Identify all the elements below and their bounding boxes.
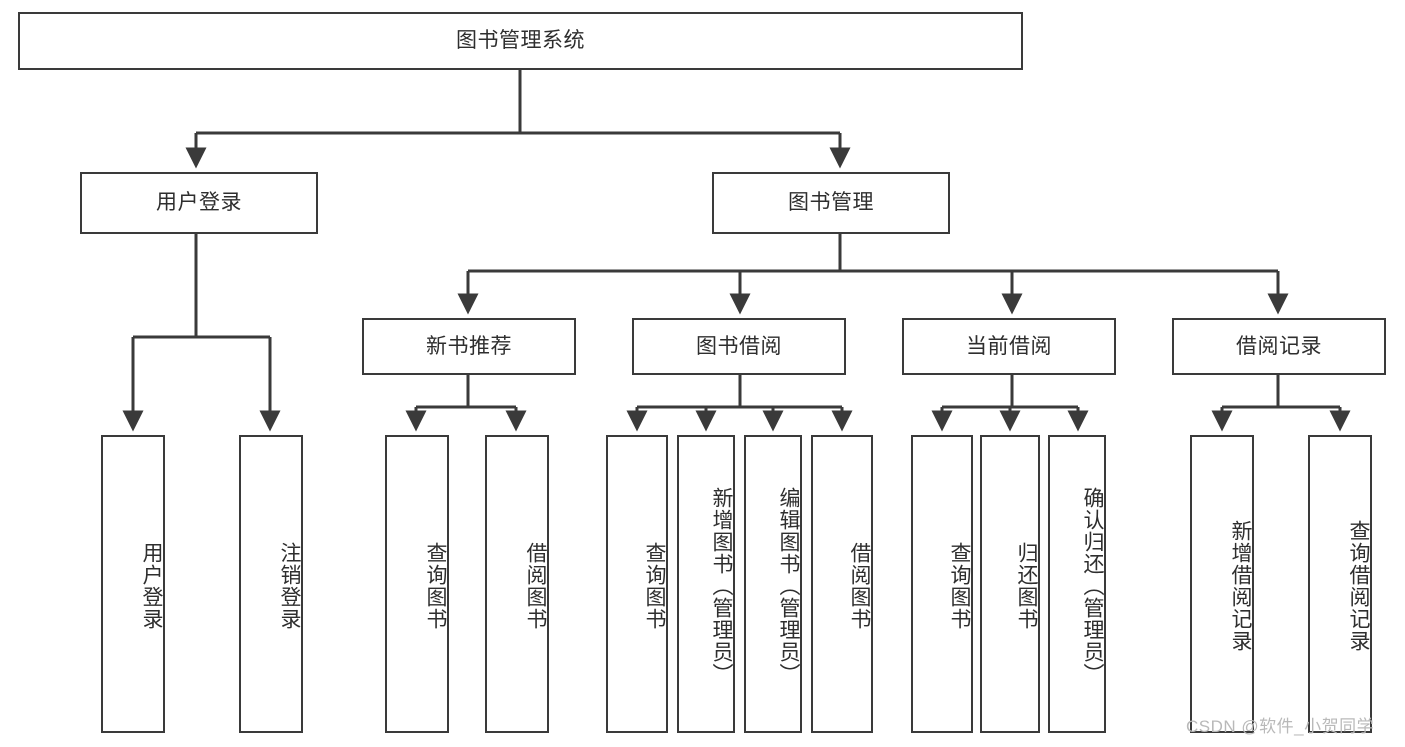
node-leaf-add-record[interactable]: 新增借阅记录 — [1190, 435, 1254, 733]
node-leaf-query-book-3-label: 查询图书 — [948, 542, 971, 630]
node-leaf-user-login[interactable]: 用户登录 — [101, 435, 165, 733]
node-current-borrow[interactable]: 当前借阅 — [902, 318, 1116, 375]
node-leaf-query-record[interactable]: 查询借阅记录 — [1308, 435, 1372, 733]
node-leaf-query-book-1-label: 查询图书 — [424, 542, 447, 630]
node-leaf-query-book-1[interactable]: 查询图书 — [385, 435, 449, 733]
node-leaf-borrow-book-2[interactable]: 借阅图书 — [811, 435, 873, 733]
node-leaf-borrow-book-1[interactable]: 借阅图书 — [485, 435, 549, 733]
node-user-login-label: 用户登录 — [156, 191, 242, 215]
node-new-book-recommend[interactable]: 新书推荐 — [362, 318, 576, 375]
node-leaf-query-book-2-label: 查询图书 — [643, 542, 666, 630]
node-leaf-return-book-label: 归还图书 — [1015, 542, 1038, 630]
node-root[interactable]: 图书管理系统 — [18, 12, 1023, 70]
node-book-borrow[interactable]: 图书借阅 — [632, 318, 846, 375]
node-leaf-logout-login[interactable]: 注销登录 — [239, 435, 303, 733]
node-leaf-user-login-label: 用户登录 — [140, 542, 163, 630]
node-borrow-record[interactable]: 借阅记录 — [1172, 318, 1386, 375]
node-leaf-logout-login-label: 注销登录 — [278, 542, 301, 630]
node-book-borrow-label: 图书借阅 — [696, 334, 782, 358]
node-leaf-add-record-label: 新增借阅记录 — [1229, 520, 1252, 652]
node-leaf-edit-book[interactable]: 编辑图书（管理员） — [744, 435, 802, 733]
node-leaf-confirm-return-label: 确认归还（管理员） — [1081, 487, 1104, 685]
node-leaf-borrow-book-2-label: 借阅图书 — [848, 542, 871, 630]
node-leaf-add-book-label: 新增图书（管理员） — [710, 487, 733, 685]
node-book-manage-label: 图书管理 — [788, 191, 874, 215]
node-leaf-edit-book-label: 编辑图书（管理员） — [777, 487, 800, 685]
node-book-manage[interactable]: 图书管理 — [712, 172, 950, 234]
node-leaf-confirm-return[interactable]: 确认归还（管理员） — [1048, 435, 1106, 733]
node-leaf-query-record-label: 查询借阅记录 — [1347, 520, 1370, 652]
node-leaf-return-book[interactable]: 归还图书 — [980, 435, 1040, 733]
node-leaf-borrow-book-1-label: 借阅图书 — [524, 542, 547, 630]
node-leaf-add-book[interactable]: 新增图书（管理员） — [677, 435, 735, 733]
node-root-label: 图书管理系统 — [456, 29, 585, 53]
node-leaf-query-book-3[interactable]: 查询图书 — [911, 435, 973, 733]
node-user-login[interactable]: 用户登录 — [80, 172, 318, 234]
node-new-book-recommend-label: 新书推荐 — [426, 334, 512, 358]
node-leaf-query-book-2[interactable]: 查询图书 — [606, 435, 668, 733]
node-current-borrow-label: 当前借阅 — [966, 334, 1052, 358]
node-borrow-record-label: 借阅记录 — [1236, 334, 1322, 358]
csdn-watermark: CSDN @软件_小贺同学 — [1186, 717, 1375, 736]
